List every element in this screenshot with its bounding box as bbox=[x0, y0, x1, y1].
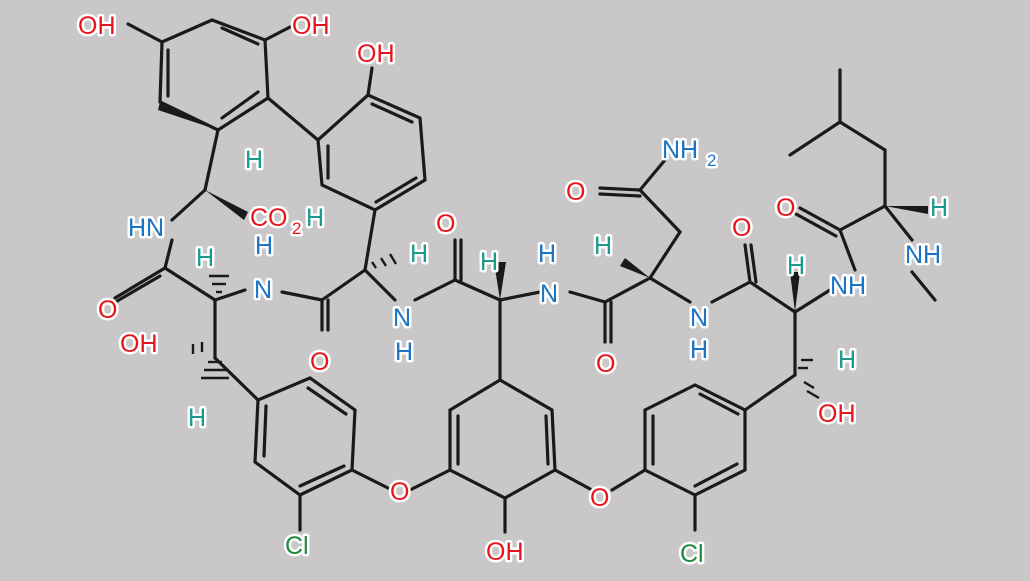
h-alpha5-label: H bbox=[594, 232, 612, 260]
h-beta-left-label: H bbox=[188, 404, 206, 432]
n-d-label: N bbox=[690, 304, 708, 332]
cl-right-label: Cl bbox=[680, 540, 704, 568]
bond-lines bbox=[110, 18, 937, 534]
oh-top-mid-label: OH bbox=[292, 12, 330, 40]
h-alpha3-label: H bbox=[410, 240, 428, 268]
o-ether-left-label: O bbox=[390, 478, 409, 506]
hashed-bonds bbox=[191, 253, 820, 400]
o-right-top-label: O bbox=[732, 214, 751, 242]
h-alpha4-label: H bbox=[480, 248, 498, 276]
h-nh-d-label: H bbox=[690, 336, 708, 364]
o-bottom-amide1-label: O bbox=[310, 348, 329, 376]
oh-left-beta-label: OH bbox=[120, 330, 158, 358]
o-mid-top-label: O bbox=[436, 210, 455, 238]
h-nh-a-label: H bbox=[255, 232, 273, 260]
h-alpha2-label: H bbox=[196, 244, 214, 272]
nh2-subscript: 2 bbox=[707, 151, 716, 170]
ring-right bbox=[643, 383, 747, 497]
h-beta-right-label: H bbox=[838, 346, 856, 374]
oh-bottom-label: OH bbox=[486, 538, 524, 566]
o-amide-chain-label: O bbox=[566, 178, 585, 206]
h-nh-b2-label: H bbox=[395, 338, 413, 366]
h-alpha6-label: H bbox=[787, 252, 805, 280]
nh-methyl-label: NH bbox=[905, 241, 941, 269]
h-leu-label: H bbox=[930, 194, 948, 222]
hn-left-label: HN bbox=[128, 214, 164, 242]
oh-top-left-label: OH bbox=[78, 12, 116, 40]
co2-subscript: 2 bbox=[292, 219, 301, 238]
o-bottom-amide2-label: O bbox=[596, 350, 615, 378]
ring-middle bbox=[448, 378, 557, 500]
co2-label: CO bbox=[250, 204, 288, 232]
h-nh-b-label: H bbox=[538, 240, 556, 268]
o-ether-right-label: O bbox=[590, 484, 609, 512]
ring-upper-right bbox=[316, 93, 427, 212]
o-leu-carbonyl-label: O bbox=[776, 194, 795, 222]
atom-labels: OH OH OH NH 2 O H O NH H HN CO 2 H O O H… bbox=[76, 10, 951, 571]
n-c-label: N bbox=[540, 280, 558, 308]
nh2-label: NH bbox=[662, 136, 698, 164]
n-b-label: N bbox=[393, 304, 411, 332]
o-left-carbonyl-label: O bbox=[98, 296, 117, 324]
nh-right-label: NH bbox=[830, 272, 866, 300]
n-a-label: N bbox=[254, 276, 272, 304]
co2-h-label: H bbox=[306, 204, 324, 232]
oh-upper-ring-label: OH bbox=[357, 40, 395, 68]
oh-right-beta-label: OH bbox=[818, 400, 856, 428]
ring-left bbox=[253, 376, 357, 497]
cl-left-label: Cl bbox=[285, 532, 309, 560]
h-alpha1-label: H bbox=[245, 146, 263, 174]
wedge-bonds bbox=[158, 102, 928, 312]
